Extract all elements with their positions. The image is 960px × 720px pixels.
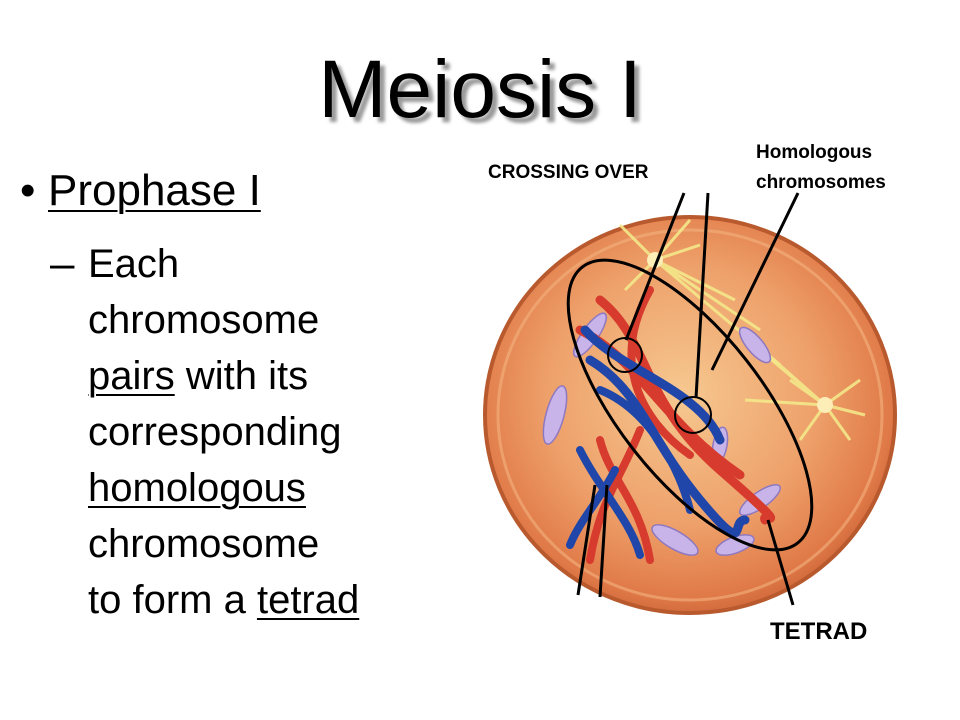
bullet-prophase: •Prophase I (20, 165, 261, 217)
meiosis-cell-illustration (483, 192, 897, 615)
homologous-label-line2: chromosomes (756, 172, 886, 193)
bullet-heading: Prophase I (48, 166, 261, 215)
keyword-tetrad: tetrad (256, 578, 360, 622)
tetrad-outline (566, 258, 814, 552)
pointer-lines (576, 192, 800, 606)
text-line-1: Each (88, 242, 180, 286)
text-line-4: corresponding (88, 410, 342, 454)
bullet-symbol: • (20, 166, 36, 215)
crossing-over-label: CROSSING OVER (488, 162, 649, 183)
spindle-aster-top (618, 219, 781, 367)
slide-title: Meiosis I (318, 44, 642, 135)
text-with-its: with its (174, 354, 309, 398)
homologous-chromosomes-label: Homologous chromosomes (756, 138, 886, 198)
second-chromosome-pair (566, 426, 654, 564)
tetrad-label: TETRAD (770, 618, 868, 645)
crossover-circles (607, 337, 712, 434)
text-line-6: chromosome (88, 522, 320, 566)
text-line-2: chromosome (88, 298, 320, 342)
homologous-label-line1: Homologous (756, 142, 873, 163)
keyword-pairs: pairs (88, 354, 175, 398)
text-line-7: to form a tetrad (88, 572, 448, 628)
text-line-3: pairs with its (88, 348, 448, 404)
sub-bullet-dash: – (50, 239, 75, 288)
text-to-form-a: to form a (88, 578, 257, 622)
sub-bullet-text: Each chromosome pairs with its correspon… (88, 236, 448, 628)
keyword-homologous: homologous (88, 466, 306, 510)
